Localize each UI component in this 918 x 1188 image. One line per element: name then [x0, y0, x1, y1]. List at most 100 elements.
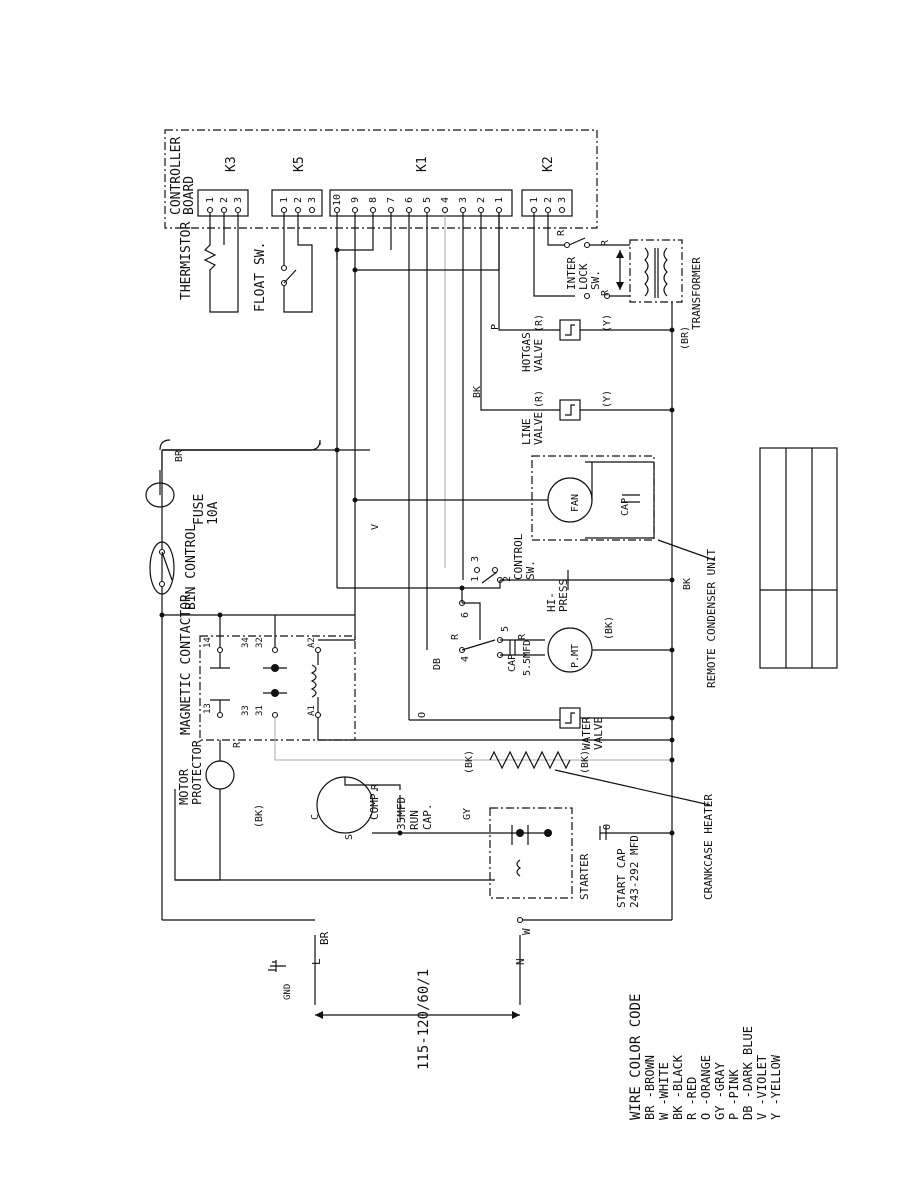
svg-text:STARTER: STARTER [578, 853, 591, 900]
pump-motor: P.MT (BK) CAP 5.5MFD 6 4 5 R R DB [432, 588, 672, 676]
interlock-label: INTER LOCK SW. [565, 250, 602, 290]
k2-pin: 3 [557, 197, 568, 203]
k1-pin: 4 [440, 197, 451, 203]
legend-item: DB -DARK BLUE [741, 1026, 755, 1120]
legend-item: O -ORANGE [699, 1055, 713, 1120]
float-switch: FLOAT SW. [253, 213, 313, 313]
svg-text:BIN CONTROL: BIN CONTROL [184, 524, 199, 610]
svg-text:1: 1 [470, 576, 481, 582]
svg-text:CONTROL SW.: CONTROL SW. [512, 527, 537, 580]
svg-text:(Y): (Y) [602, 314, 613, 332]
svg-text:L: L [310, 958, 323, 965]
svg-text:MAGNETIC CONTACTOR: MAGNETIC CONTACTOR [179, 594, 194, 735]
svg-text:S: S [344, 834, 355, 840]
control-switch: 3 2 1 CONTROL SW. HI- PRESS [337, 527, 672, 612]
svg-text:R: R [370, 783, 381, 790]
svg-text:6: 6 [460, 612, 471, 618]
k1-pin: 5 [422, 197, 433, 203]
interlock-transformer: R R R INTER LOCK SW. TRANSFORMER (BR) [533, 213, 703, 920]
svg-text:31: 31 [255, 705, 265, 716]
svg-text:P: P [490, 324, 501, 330]
k5-label: K5 [292, 156, 307, 172]
hotgas-valve: P HOTGAS VALVE (R) (Y) [490, 213, 672, 372]
svg-text:5: 5 [500, 626, 511, 632]
legend-item: BR -BROWN [643, 1055, 657, 1120]
line-valve: BK LINE VALVE (R) (Y) [472, 386, 672, 445]
svg-text:GND: GND [283, 984, 293, 1000]
k1-pin: 8 [368, 197, 379, 203]
k5-pin: 3 [307, 197, 318, 203]
k1-pin: 1 [494, 197, 505, 203]
legend-item: GY -GRAY [713, 1061, 727, 1120]
k1-label: K1 [415, 156, 430, 172]
svg-text:CAP: CAP [507, 654, 518, 672]
legend-item: BK -BLACK [671, 1054, 685, 1120]
svg-text:R: R [600, 289, 611, 296]
svg-text:(R): (R) [534, 314, 545, 332]
main-power-line: FUSE 10A BIN CONTROL BR V [145, 439, 381, 920]
legend-item: W -WHITE [657, 1062, 671, 1120]
k3-pin: 1 [205, 197, 216, 203]
legend-item: Y -YELLOW [769, 1054, 783, 1120]
k2-pin: 1 [529, 197, 540, 203]
junction-dots [159, 247, 675, 836]
svg-text:FAN: FAN [570, 494, 581, 512]
svg-text:R: R [517, 633, 528, 640]
svg-text:MOTOR PROTECTOR: MOTOR PROTECTOR [177, 739, 204, 805]
k2-label: K2 [541, 156, 556, 172]
supply: BR W L N 115-120/60/1 GND [162, 916, 672, 1070]
legend-item: P -PINK [727, 1069, 741, 1120]
thermistor: THERMISTOR [179, 213, 239, 313]
svg-text:A2: A2 [307, 637, 317, 648]
pin-terminals [206, 206, 566, 214]
k2-pin: 2 [543, 197, 554, 203]
svg-text:REMOTE CONDENSER UNIT: REMOTE CONDENSER UNIT [705, 549, 718, 688]
svg-text:C: C [310, 814, 321, 820]
svg-text:13: 13 [203, 703, 213, 714]
svg-text:32: 32 [255, 637, 265, 648]
svg-text:(BK): (BK) [254, 804, 265, 828]
svg-text:BR: BR [318, 931, 331, 945]
legend-item: V -VIOLET [755, 1055, 769, 1120]
svg-text:BR: BR [174, 449, 185, 462]
svg-text:CRANKCASE HEATER: CRANKCASE HEATER [702, 794, 715, 900]
svg-text:2: 2 [502, 576, 513, 582]
k3-pin: 2 [219, 197, 230, 203]
legend-item: R -RED [685, 1077, 699, 1120]
remote-condenser-unit: FAN CAP REMOTE CONDENSER UNIT BK [355, 455, 718, 688]
svg-text:R: R [556, 229, 567, 236]
svg-text:BK: BK [682, 578, 693, 590]
k3-pin: 3 [233, 197, 244, 203]
svg-text:R: R [600, 239, 611, 246]
svg-text:(Y): (Y) [602, 390, 613, 408]
svg-text:P.MT: P.MT [570, 644, 581, 668]
svg-text:35MFD RUN CAP.: 35MFD RUN CAP. [395, 790, 434, 830]
k1-pin: 3 [458, 197, 469, 203]
k1-pin: 10 [332, 194, 343, 206]
svg-text:3: 3 [470, 556, 481, 562]
fuse-label: FUSE 10A [192, 486, 221, 525]
svg-text:HOTGAS VALVE: HOTGAS VALVE [520, 326, 545, 372]
legend-box [759, 447, 838, 669]
svg-text:WATER VALVE: WATER VALVE [580, 710, 605, 750]
svg-text:A1: A1 [307, 705, 317, 716]
crankcase-heater: (BK) (BK) CRANKCASE HEATER [464, 750, 715, 900]
k5-pin: 2 [293, 197, 304, 203]
compressor: COMP. C S R 35MFD RUN CAP. GY [310, 776, 473, 840]
svg-text:115-120/60/1: 115-120/60/1 [416, 969, 432, 1070]
svg-text:TRANSFORMER: TRANSFORMER [690, 257, 703, 330]
svg-text:THERMISTOR: THERMISTOR [179, 222, 194, 300]
svg-text:34: 34 [241, 637, 251, 648]
svg-text:DB: DB [432, 658, 443, 670]
k3-label: K3 [224, 156, 239, 172]
svg-text:GY: GY [462, 808, 473, 820]
ground-icon [268, 960, 286, 972]
svg-text:(BK): (BK) [580, 750, 591, 774]
svg-text:4: 4 [460, 656, 471, 662]
svg-text:START CAP 243-292 MFD: START CAP 243-292 MFD [615, 835, 641, 908]
svg-text:HI- PRESS: HI- PRESS [545, 579, 570, 612]
svg-text:(BR): (BR) [680, 326, 691, 350]
svg-text:V: V [370, 524, 381, 530]
svg-text:R: R [232, 741, 243, 748]
